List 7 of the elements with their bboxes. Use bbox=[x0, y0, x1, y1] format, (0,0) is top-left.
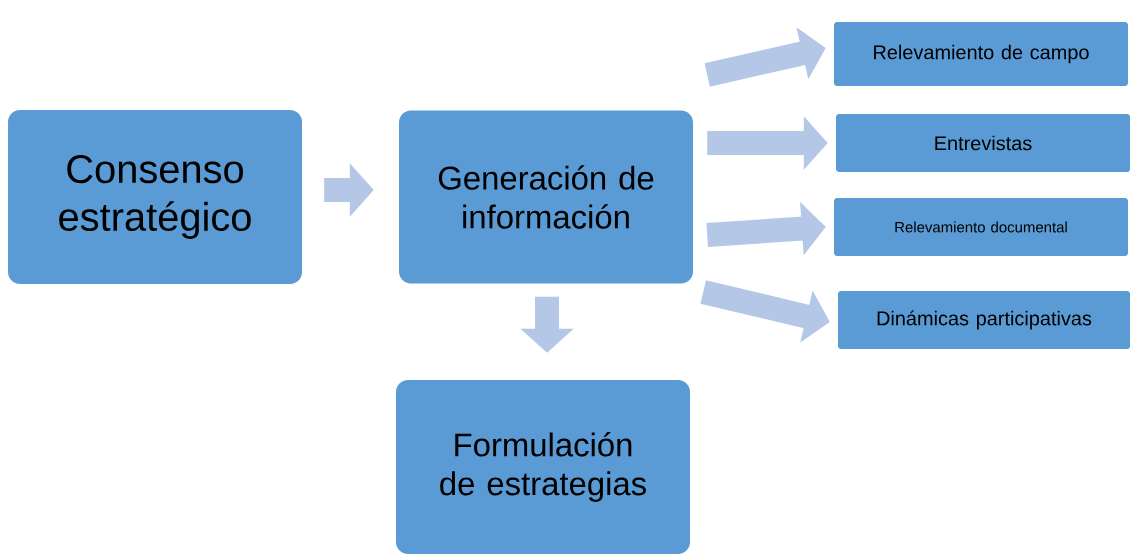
method-box: Relevamiento de campo bbox=[834, 22, 1128, 86]
method-box: Entrevistas bbox=[836, 114, 1130, 172]
method-box: Relevamiento documental bbox=[834, 198, 1128, 256]
process-box: Consenso estratégico bbox=[8, 110, 302, 284]
process-box: Formulación de estrategias bbox=[396, 380, 690, 554]
method-box: Dinámicas participativas bbox=[838, 291, 1130, 349]
process-box: Generación de información bbox=[399, 110, 693, 284]
